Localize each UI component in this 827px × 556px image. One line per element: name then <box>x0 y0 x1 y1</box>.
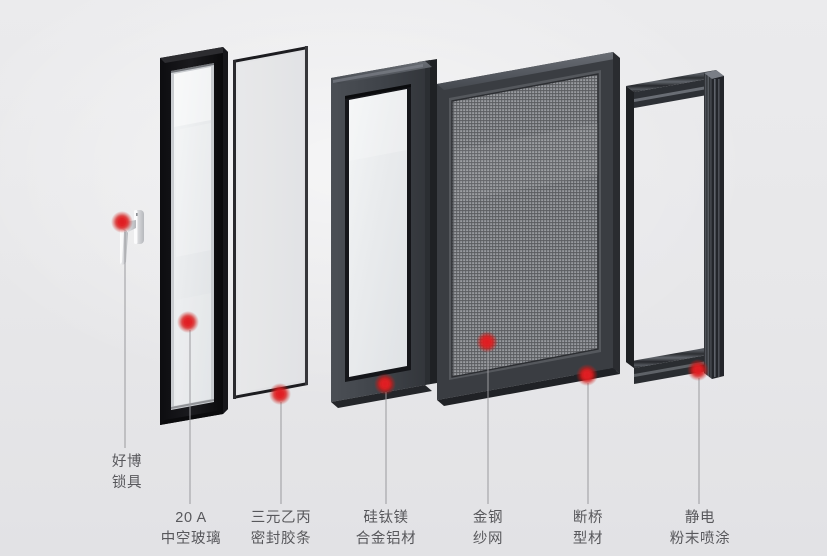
part-alloy-sash-frame <box>331 59 437 408</box>
part-powder-coated-outer-frame <box>626 70 724 392</box>
callout-epdm-seal <box>269 383 291 504</box>
callout-label-line: 硅钛镁 <box>363 510 409 526</box>
callout-label-line: 金钢 <box>472 510 504 526</box>
callout-label-line: 合金铝材 <box>355 531 417 547</box>
callout-lock <box>111 211 133 448</box>
callout-label-line: 静电 <box>684 510 716 526</box>
callout-label-line: 纱网 <box>472 531 504 547</box>
marker-dot-steel-screen[interactable] <box>481 336 493 348</box>
part-window-handle-lock <box>120 210 144 265</box>
callout-label-lock: 好博锁具 <box>112 452 142 494</box>
marker-dot-si-ti-mg-alloy[interactable] <box>379 378 391 390</box>
callout-thermal-break <box>576 364 598 504</box>
callout-label-steel-screen: 金钢纱网 <box>473 508 503 550</box>
callout-label-line: 中空玻璃 <box>160 531 222 547</box>
callout-label-line: 20 A <box>175 510 207 526</box>
callout-label-line: 粉末喷涂 <box>669 531 731 547</box>
callout-si-ti-mg-alloy <box>374 373 396 504</box>
marker-dot-thermal-break[interactable] <box>581 369 593 381</box>
callout-label-thermal-break: 断桥型材 <box>573 508 603 550</box>
callout-label-line: 断桥 <box>572 510 604 526</box>
marker-dot-insulated-glass[interactable] <box>182 316 194 328</box>
callout-label-line: 型材 <box>572 531 604 547</box>
callout-label-line: 三元乙丙 <box>250 510 312 526</box>
callout-insulated-glass <box>177 311 199 504</box>
callout-label-si-ti-mg-alloy: 硅钛镁合金铝材 <box>356 508 416 550</box>
callout-label-line: 锁具 <box>111 475 143 491</box>
callout-powder-coating <box>687 359 709 504</box>
callout-steel-screen <box>476 331 498 504</box>
callout-label-insulated-glass: 20 A 中空玻璃 <box>161 508 221 550</box>
callout-leaders <box>111 211 709 504</box>
marker-dot-powder-coating[interactable] <box>692 364 704 376</box>
callout-label-line: 好博 <box>111 454 143 470</box>
marker-dot-epdm-seal[interactable] <box>274 388 286 400</box>
part-epdm-sealing-sheet <box>233 46 308 399</box>
callout-label-line: 密封胶条 <box>250 531 312 547</box>
part-steel-mesh-screen <box>437 52 620 406</box>
marker-dot-lock[interactable] <box>116 216 128 228</box>
callout-label-epdm-seal: 三元乙丙密封胶条 <box>251 508 311 550</box>
callout-label-powder-coating: 静电粉末喷涂 <box>670 508 730 550</box>
